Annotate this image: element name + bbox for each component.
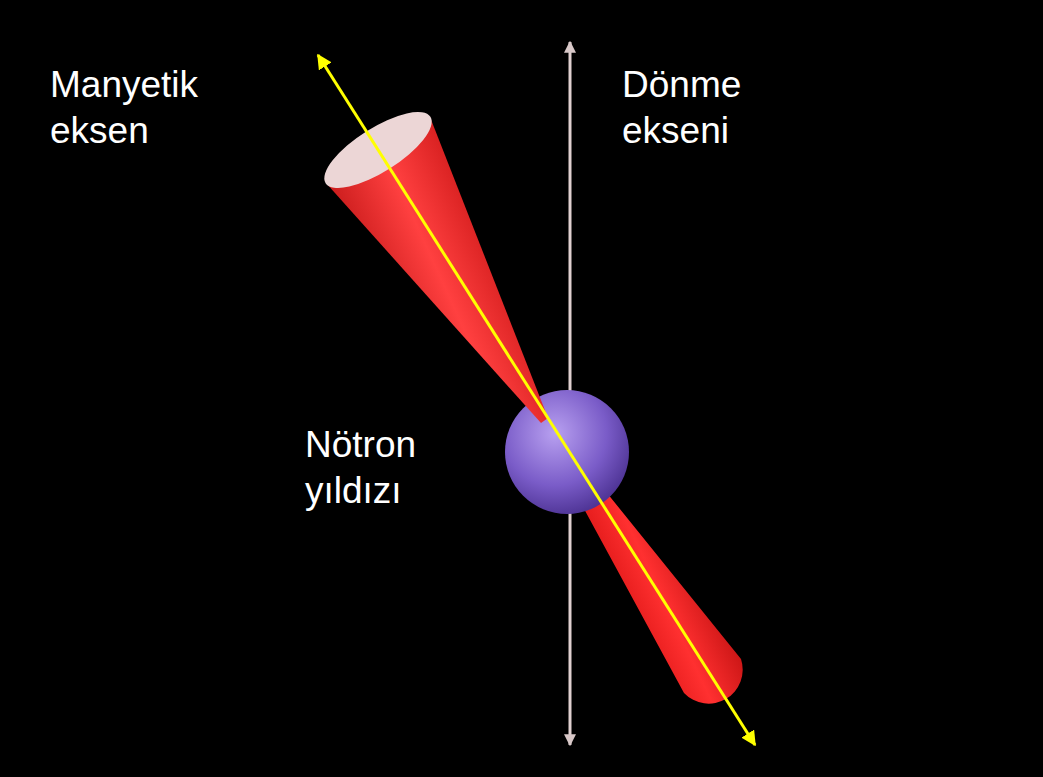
axis-label: Dönme ekseni <box>622 62 797 154</box>
star-label: Nötron yıldızı <box>305 422 480 514</box>
neutron-star <box>505 390 629 514</box>
axis-label: Manyetik eksen <box>50 62 250 154</box>
magnetic-axis <box>318 55 755 745</box>
